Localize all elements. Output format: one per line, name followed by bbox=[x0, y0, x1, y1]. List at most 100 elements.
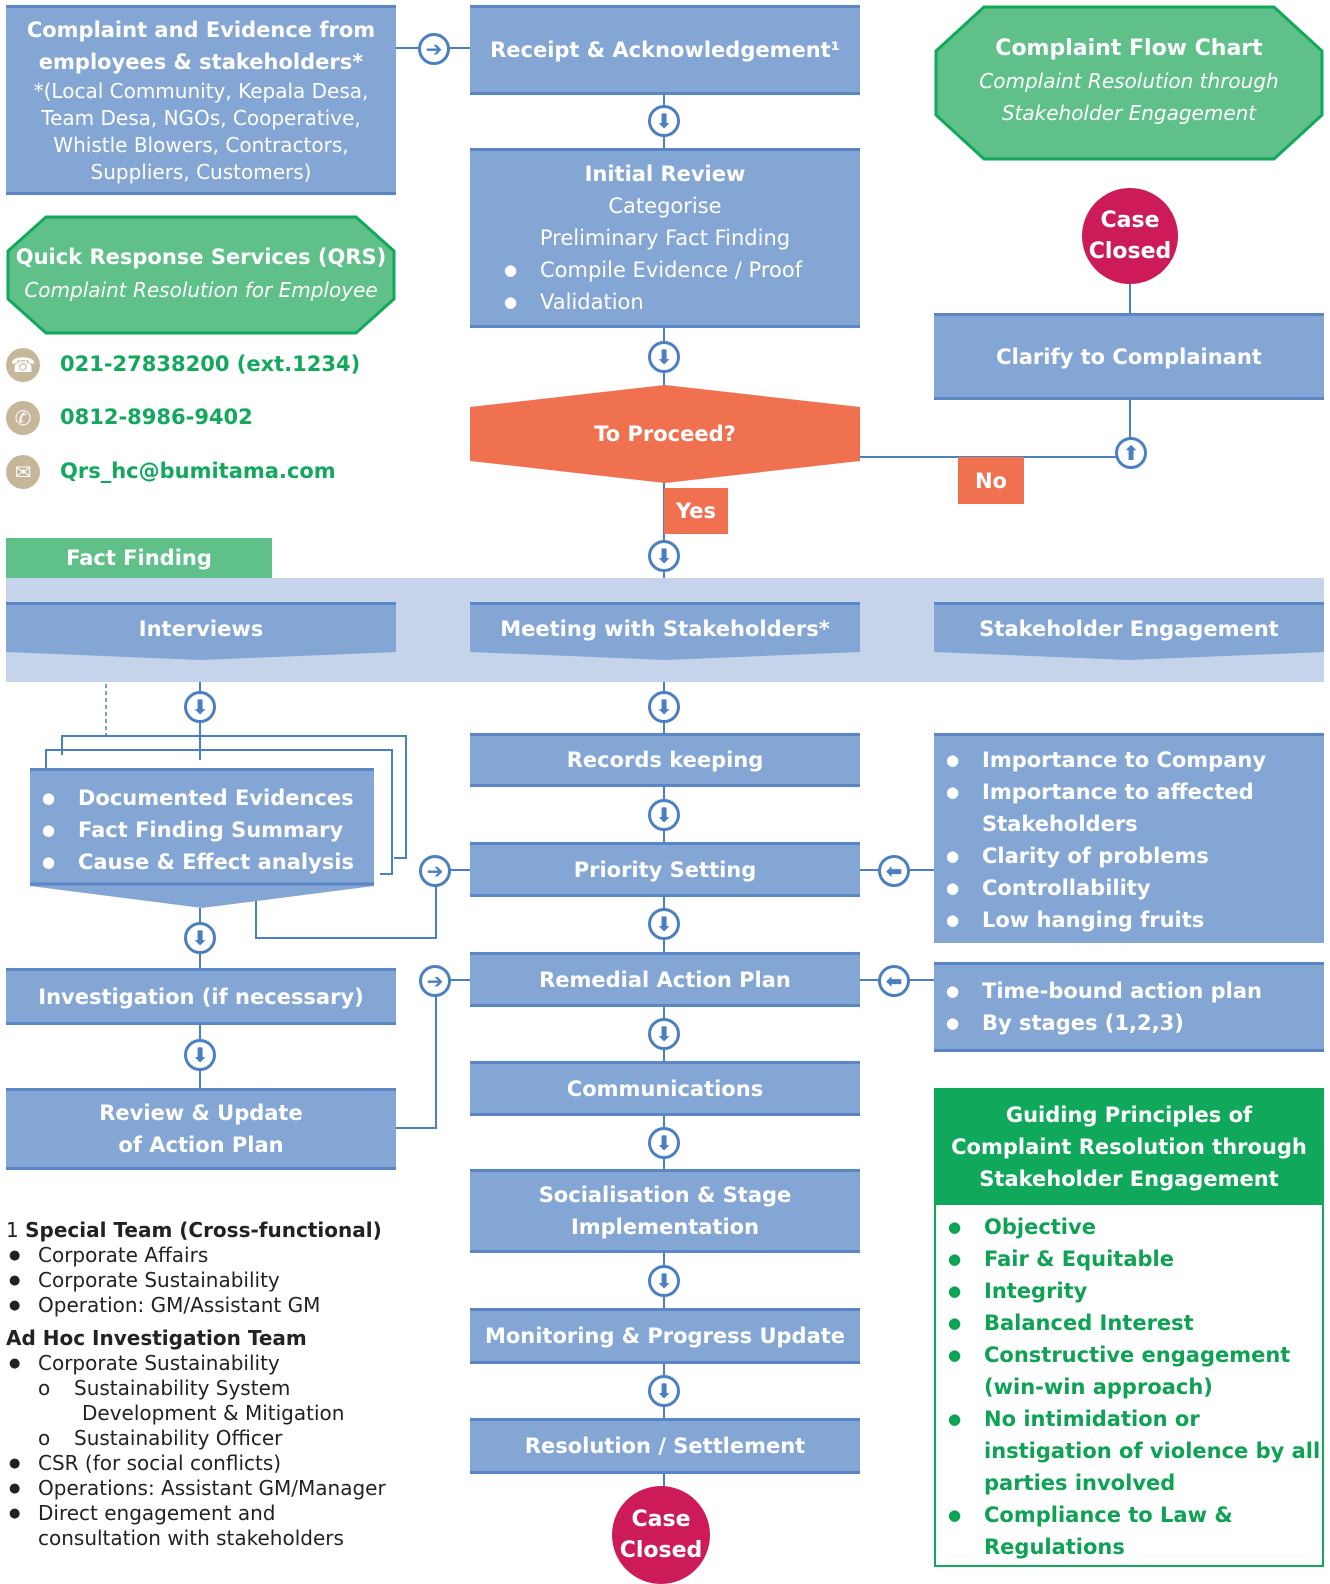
remedial-action-plan-box: Remedial Action Plan bbox=[470, 952, 860, 1007]
review-update-line1: Review & Update bbox=[99, 1101, 303, 1125]
plan-criterion: By stages (1,2,3) bbox=[934, 1007, 1262, 1039]
socialisation-box: Socialisation & Stage Implementation bbox=[470, 1169, 860, 1253]
priority-setting-label: Priority Setting bbox=[573, 857, 757, 882]
special-team-item: Operation: GM/Assistant GM bbox=[6, 1293, 446, 1318]
initial-review-line2: Preliminary Fact Finding bbox=[539, 226, 791, 250]
case-closed-line1: Case bbox=[1100, 208, 1160, 233]
priority-criterion: Controllability bbox=[934, 872, 1324, 904]
principle-item: Balanced Interest bbox=[936, 1307, 1322, 1339]
arrow-down-circle-icon: ⬇ bbox=[648, 1265, 680, 1297]
flow-subtitle-1: Complaint Resolution through bbox=[979, 69, 1279, 93]
review-update-box: Review & Update of Action Plan bbox=[6, 1088, 396, 1170]
receipt-acknowledgement-box: Receipt & Acknowledgement¹ bbox=[470, 5, 860, 95]
decision-to-proceed: To Proceed? bbox=[470, 385, 860, 483]
whatsapp-icon: ✆ bbox=[6, 401, 40, 435]
arrow-down-circle-icon: ⬇ bbox=[648, 105, 680, 137]
flow-chart-title: Complaint Flow Chart Complaint Resolutio… bbox=[934, 5, 1324, 161]
principle-item: Compliance to Law & Regulations bbox=[936, 1499, 1322, 1563]
priority-criterion: Importance to affected Stakeholders bbox=[934, 776, 1324, 840]
principle-item: Constructive engagement (win-win approac… bbox=[936, 1339, 1322, 1403]
complaint-source-box: Complaint and Evidence from employees & … bbox=[6, 5, 396, 195]
meeting-banner-shape bbox=[470, 602, 860, 660]
case-closed-top: Case Closed bbox=[1082, 188, 1178, 284]
adhoc-team-title: Ad Hoc Investigation Team bbox=[6, 1326, 307, 1350]
arrow-right-circle-icon: ➔ bbox=[419, 965, 451, 997]
arrow-down-circle-icon: ⬇ bbox=[184, 691, 216, 723]
case-closed-line1: Case bbox=[631, 1507, 691, 1532]
principles-title: Guiding Principles of Complaint Resoluti… bbox=[934, 1088, 1324, 1205]
arrow-left-circle-icon: ⬅ bbox=[878, 855, 910, 887]
complaint-source-line: Team Desa, NGOs, Cooperative, bbox=[41, 106, 361, 130]
arrow-down-circle-icon: ⬇ bbox=[184, 922, 216, 954]
records-keeping-box: Records keeping bbox=[470, 733, 860, 787]
adhoc-sub-item: Sustainability Officer bbox=[6, 1426, 446, 1451]
case-closed-line2: Closed bbox=[619, 1538, 703, 1563]
engagement-banner-shape bbox=[934, 602, 1324, 660]
footnote-notes: 1 Special Team (Cross-functional) Corpor… bbox=[6, 1218, 446, 1551]
adhoc-sub-item-cont: Development & Mitigation bbox=[82, 1401, 345, 1425]
qrs-box: Quick Response Services (QRS) Complaint … bbox=[6, 215, 396, 335]
special-team-title: Special Team (Cross-functional) bbox=[25, 1218, 382, 1242]
arrow-down-circle-icon: ⬇ bbox=[648, 1127, 680, 1159]
investigation-label: Investigation (if necessary) bbox=[38, 984, 364, 1009]
meeting-banner: Meeting with Stakeholders* bbox=[470, 602, 860, 660]
arrow-down-circle-icon: ⬇ bbox=[648, 540, 680, 572]
adhoc-sub-item: Sustainability System bbox=[6, 1376, 446, 1401]
arrow-down-circle-icon: ⬇ bbox=[648, 799, 680, 831]
envelope-icon: ✉ bbox=[6, 455, 40, 489]
arrow-down-circle-icon: ⬇ bbox=[648, 1375, 680, 1407]
flow-title-text: Complaint Flow Chart bbox=[995, 36, 1263, 61]
engagement-banner: Stakeholder Engagement bbox=[934, 602, 1324, 660]
interviews-banner: Interviews bbox=[6, 602, 396, 660]
plan-criteria-box: Time-bound action plan By stages (1,2,3) bbox=[934, 962, 1324, 1052]
arrow-down-circle-icon: ⬇ bbox=[648, 341, 680, 373]
communications-label: Communications bbox=[566, 1076, 764, 1101]
qrs-subtitle: Complaint Resolution for Employee bbox=[24, 278, 378, 302]
flow-subtitle-2: Stakeholder Engagement bbox=[1001, 101, 1257, 125]
priority-setting-box: Priority Setting bbox=[470, 842, 860, 897]
priority-criterion: Clarity of problems bbox=[934, 840, 1324, 872]
socialisation-line1: Socialisation & Stage bbox=[538, 1183, 792, 1207]
complaint-source-title-1: Complaint and Evidence from bbox=[26, 18, 376, 42]
priority-criteria-box: Importance to Company Importance to affe… bbox=[934, 733, 1324, 943]
resolution-box: Resolution / Settlement bbox=[470, 1418, 860, 1474]
principle-item: Integrity bbox=[936, 1275, 1322, 1307]
investigation-box: Investigation (if necessary) bbox=[6, 968, 396, 1025]
principles-box: Objective Fair & Equitable Integrity Bal… bbox=[934, 1205, 1324, 1567]
adhoc-item: Corporate Sustainability bbox=[6, 1351, 446, 1376]
initial-review-box: Initial Review Categorise Preliminary Fa… bbox=[470, 148, 860, 328]
phone-number[interactable]: 021-27838200 (ext.1234) bbox=[60, 352, 361, 376]
principle-item: Objective bbox=[936, 1211, 1322, 1243]
whatsapp-number[interactable]: 0812-8986-9402 bbox=[60, 405, 253, 429]
arrow-down-circle-icon: ⬇ bbox=[648, 908, 680, 940]
case-closed-line2: Closed bbox=[1088, 239, 1172, 264]
arrow-left-circle-icon: ⬅ bbox=[878, 965, 910, 997]
special-team-item: Corporate Affairs bbox=[6, 1243, 446, 1268]
socialisation-line2: Implementation bbox=[570, 1215, 760, 1239]
records-keeping-label: Records keeping bbox=[566, 748, 764, 772]
principle-item: Fair & Equitable bbox=[936, 1243, 1322, 1275]
decision-hexagon bbox=[470, 385, 860, 483]
footnote-number: 1 bbox=[6, 1218, 19, 1242]
principle-item: No intimidation or instigation of violen… bbox=[936, 1403, 1322, 1499]
phone-icon: ☎ bbox=[6, 348, 40, 382]
yes-label: Yes bbox=[664, 488, 728, 534]
arrow-right-circle-icon: ➔ bbox=[418, 33, 450, 65]
clarify-box: Clarify to Complainant bbox=[934, 313, 1324, 400]
meeting-label: Meeting with Stakeholders* bbox=[500, 617, 830, 641]
arrow-down-circle-icon: ⬇ bbox=[648, 691, 680, 723]
complaint-source-line: Whistle Blowers, Contractors, bbox=[53, 133, 349, 157]
initial-review-title: Initial Review bbox=[584, 162, 746, 186]
receipt-label: Receipt & Acknowledgement¹ bbox=[490, 38, 840, 62]
resolution-label: Resolution / Settlement bbox=[524, 1434, 806, 1458]
adhoc-item: CSR (for social conflicts) bbox=[6, 1451, 446, 1476]
email-address[interactable]: Qrs_hc@bumitama.com bbox=[60, 459, 336, 483]
adhoc-item-cont: consultation with stakeholders bbox=[38, 1526, 344, 1550]
monitoring-label: Monitoring & Progress Update bbox=[484, 1324, 846, 1348]
clarify-label: Clarify to Complainant bbox=[996, 344, 1262, 369]
no-label: No bbox=[958, 457, 1024, 504]
arrow-down-circle-icon: ⬇ bbox=[648, 1018, 680, 1050]
complaint-source-line: Suppliers, Customers) bbox=[90, 160, 312, 184]
special-team-item: Corporate Sustainability bbox=[6, 1268, 446, 1293]
arrow-up-circle-icon: ⬆ bbox=[1115, 437, 1147, 469]
